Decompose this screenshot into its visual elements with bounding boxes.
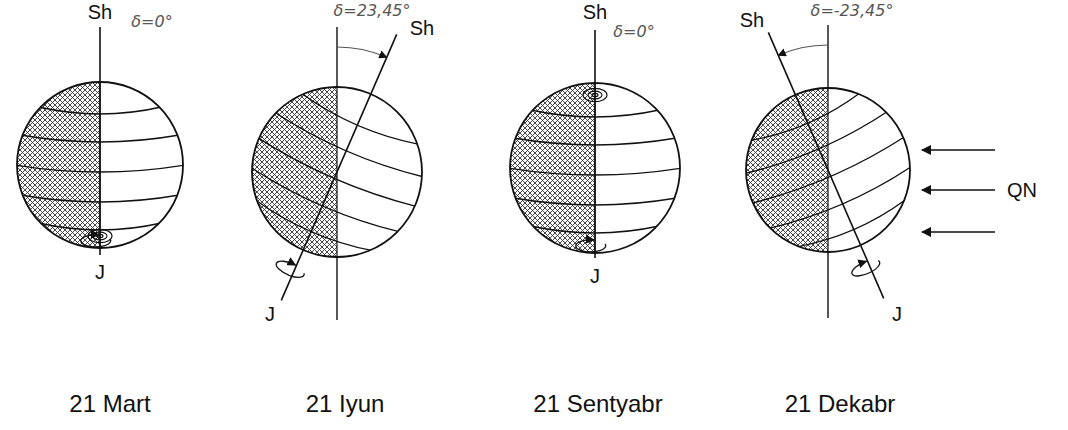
rotation-axis bbox=[281, 34, 396, 300]
sun-ray-arrow bbox=[922, 149, 995, 151]
globe bbox=[728, 25, 931, 318]
night-side bbox=[252, 87, 337, 257]
pole-label: J bbox=[95, 261, 105, 283]
pole-label: Sh bbox=[410, 17, 434, 39]
pole-label: J bbox=[892, 303, 902, 325]
pole-label: J bbox=[590, 265, 600, 287]
declination-label: δ=0° bbox=[613, 23, 654, 41]
pole-label: J bbox=[265, 303, 275, 325]
declination-label: δ=0° bbox=[131, 13, 172, 31]
angle-arc bbox=[337, 47, 387, 57]
rotation-axis bbox=[99, 27, 101, 255]
rotation-arrow bbox=[850, 256, 882, 279]
pole-label: QN bbox=[1007, 179, 1037, 201]
globe bbox=[15, 27, 185, 255]
rotation-arrow bbox=[274, 258, 306, 281]
date-caption: 21 Sentyabr bbox=[533, 391, 662, 417]
date-caption: 21 Dekabr bbox=[785, 391, 896, 417]
rotation-axis bbox=[768, 32, 883, 298]
date-caption: 21 Mart bbox=[69, 391, 150, 417]
night-side bbox=[17, 82, 100, 248]
sun-ray-arrow bbox=[922, 189, 995, 191]
rotation-arrow bbox=[576, 240, 606, 252]
globe bbox=[508, 30, 682, 258]
night-side bbox=[510, 83, 595, 253]
declination-label: δ=-23,45° bbox=[811, 2, 894, 20]
rotation-axis bbox=[594, 30, 596, 258]
pole-label: Sh bbox=[88, 1, 112, 23]
rotation-arrow bbox=[81, 235, 111, 247]
date-caption: 21 Iyun bbox=[306, 391, 385, 417]
declination-label: δ=23,45° bbox=[334, 2, 411, 20]
sun-ray-arrow bbox=[922, 231, 995, 233]
angle-arc bbox=[778, 45, 828, 55]
globe bbox=[231, 27, 440, 320]
pole-label: Sh bbox=[740, 9, 764, 31]
pole-label: Sh bbox=[583, 1, 607, 23]
